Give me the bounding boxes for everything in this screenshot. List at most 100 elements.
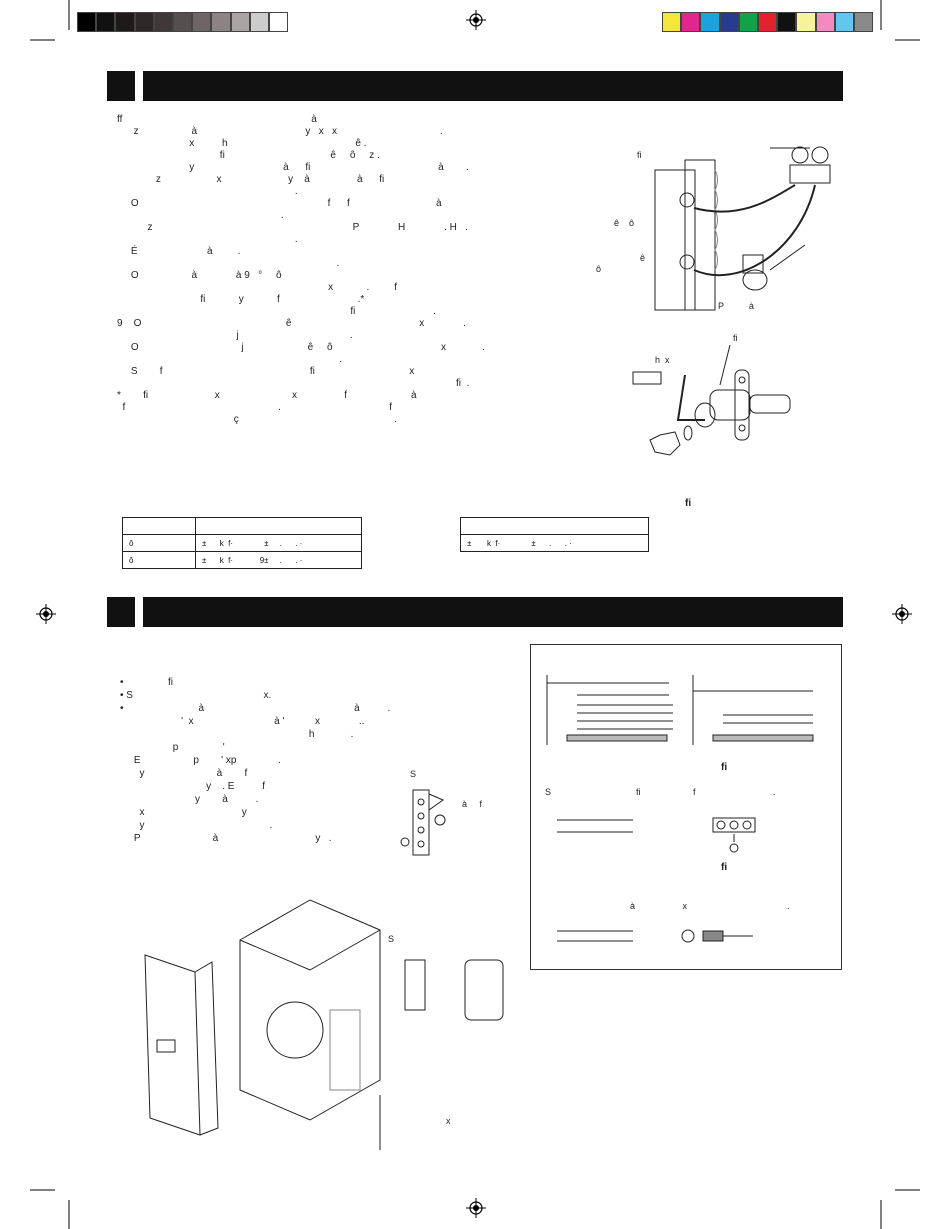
bracket-figure [400, 789, 446, 856]
table-row [460, 517, 649, 535]
outdoor-unit-figure [144, 899, 504, 1150]
bracket-note: à f [462, 799, 483, 809]
color-swatch [681, 12, 701, 32]
color-swatch [700, 12, 720, 32]
registration-mark-top [466, 10, 486, 30]
wiring-detail-box: fi S fi f . fi à [530, 644, 842, 970]
unit-label: S [388, 934, 395, 944]
text-line: z P H . H . [117, 222, 468, 233]
color-swatch [77, 12, 97, 32]
valve-cap-figure [632, 344, 791, 456]
text-line: x . f [117, 282, 398, 293]
color-swatch [777, 12, 797, 32]
text-line: fi . [117, 378, 470, 389]
color-swatch [192, 12, 212, 32]
color-swatch [115, 12, 135, 32]
text-line: • à à . [120, 703, 391, 714]
table-row: ô ± k f· 9± . . · [122, 551, 362, 569]
text-line: z à y x x . [117, 126, 443, 137]
text-line: x h ê . [117, 138, 367, 149]
valve-label-1: ê ô [614, 218, 635, 228]
color-swatch [758, 12, 778, 32]
color-swatch [173, 12, 193, 32]
section-2-header-bar [107, 597, 843, 627]
section-1-number-box [107, 71, 135, 101]
text-line: E p ' xp . [120, 755, 281, 766]
color-swatch [230, 12, 250, 32]
color-swatch [796, 12, 816, 32]
text-line: ff à [117, 114, 317, 125]
text-line: S f fi x [117, 366, 415, 377]
wiring-caption-1: fi [721, 762, 728, 773]
text-line: y à f [120, 768, 248, 779]
wiring-caption-2: fi [721, 862, 728, 873]
text-line: O f f à [117, 198, 442, 209]
text-line: y à . [120, 794, 259, 805]
hose-label: ô [596, 264, 602, 274]
text-line: y . E f [120, 781, 266, 792]
section-2-number-box [107, 597, 135, 627]
cable-strip-diagram [546, 675, 814, 745]
table-row: ± k f· ± . . · [460, 534, 649, 552]
torque-table-right: ± k f· ± . . · [460, 517, 649, 552]
text-line: z x y à à fi [117, 174, 385, 185]
terminal-block-diagram [557, 817, 756, 853]
table-row: ô ± k f· ± . . · [122, 534, 362, 552]
table-row [122, 517, 362, 535]
wiring-text-1: S fi f . [545, 787, 776, 797]
color-swatch [738, 12, 758, 32]
figure-caption: fi [685, 498, 692, 509]
text-line: O à à 9 ° ô [117, 270, 282, 281]
color-swatch [249, 12, 269, 32]
text-line: • S x. [120, 690, 272, 701]
text-line: . [117, 354, 343, 365]
color-swatch [834, 12, 854, 32]
text-line: j . [117, 330, 353, 341]
color-swatch [134, 12, 154, 32]
text-line: fi ê ô z . [117, 150, 380, 161]
wrench-label: h x [655, 355, 670, 365]
text-line: fi y f .* [117, 294, 365, 305]
color-swatch [662, 12, 682, 32]
color-swatch [153, 12, 173, 32]
text-line: . [117, 258, 340, 269]
text-line: P à y . [120, 833, 332, 844]
text-line: 9 O ê x . [117, 318, 466, 329]
color-swatch [815, 12, 835, 32]
pump-label: P à [718, 301, 754, 311]
color-swatch [854, 12, 874, 32]
text-line: ç . [117, 414, 398, 425]
section-1-header-bar [107, 71, 843, 101]
text-line: * fi x x f à [117, 390, 417, 401]
text-line: É à . [117, 246, 241, 257]
color-swatch [96, 12, 116, 32]
text-line: y à fi à . [117, 162, 469, 173]
text-line: ' x à ' x .. [120, 716, 365, 727]
unit-note: x [446, 1116, 451, 1126]
gauge-manifold-figure [654, 146, 831, 311]
section-2-body-text: • fi• S x.• à à . ' x [120, 676, 390, 845]
text-line: O j ê ô x . [117, 342, 485, 353]
text-line: fi . [117, 306, 436, 317]
text-line: f . f [117, 402, 393, 413]
text-line: • fi [120, 677, 173, 688]
text-line: h . [120, 729, 354, 740]
registration-mark-bottom [466, 1198, 486, 1218]
color-swatch [719, 12, 739, 32]
text-line: y . [120, 820, 273, 831]
gauge-label: fi [637, 150, 642, 160]
text-line: x y [120, 807, 247, 818]
valve-label-2: ê [640, 253, 646, 263]
ring-terminal-diagram [557, 929, 753, 943]
text-line: . [117, 210, 284, 221]
torque-label: fi [733, 333, 738, 343]
wiring-text-2: à x . [545, 901, 790, 911]
bracket-label: S [410, 769, 417, 779]
text-line: . [117, 186, 298, 197]
color-swatch [269, 12, 289, 32]
torque-table-left: ô ± k f· ± . . · ô ± k f· 9± . . · [122, 517, 362, 569]
registration-mark-right [892, 604, 912, 624]
text-line: p ' [120, 742, 225, 753]
registration-mark-left [36, 604, 56, 624]
